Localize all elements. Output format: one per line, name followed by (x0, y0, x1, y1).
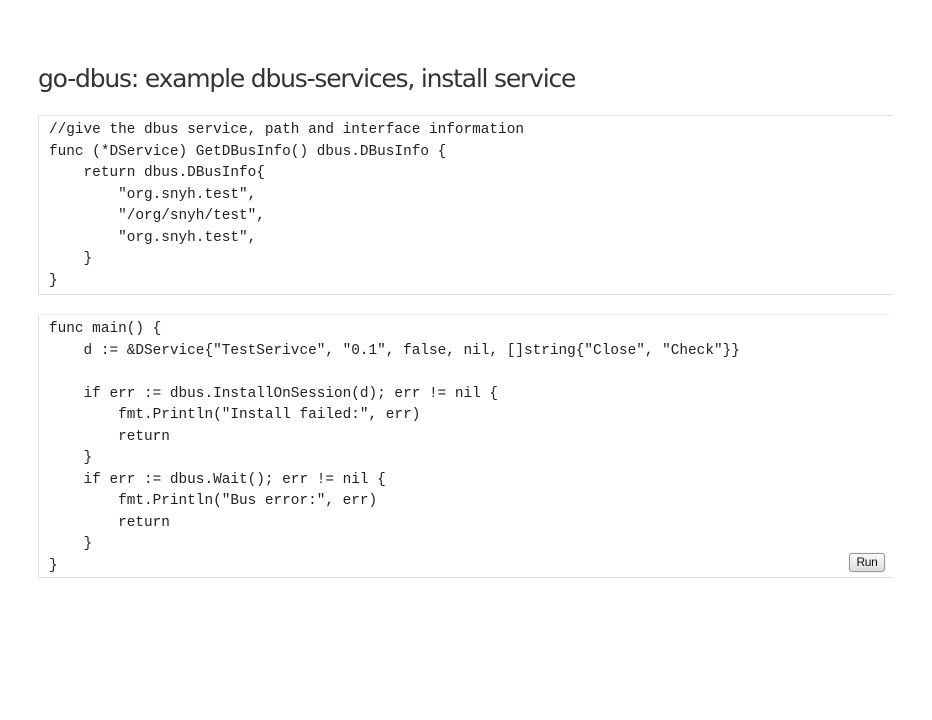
code-text: //give the dbus service, path and interf… (49, 122, 524, 289)
code-block-dbus-info: //give the dbus service, path and interf… (38, 115, 893, 295)
code-block-main[interactable]: func main() { d := &DService{"TestSerivc… (38, 314, 893, 578)
page-title: go-dbus: example dbus-services, install … (38, 64, 576, 93)
code-text[interactable]: func main() { d := &DService{"TestSerivc… (49, 321, 740, 574)
run-button[interactable]: Run (849, 553, 885, 572)
